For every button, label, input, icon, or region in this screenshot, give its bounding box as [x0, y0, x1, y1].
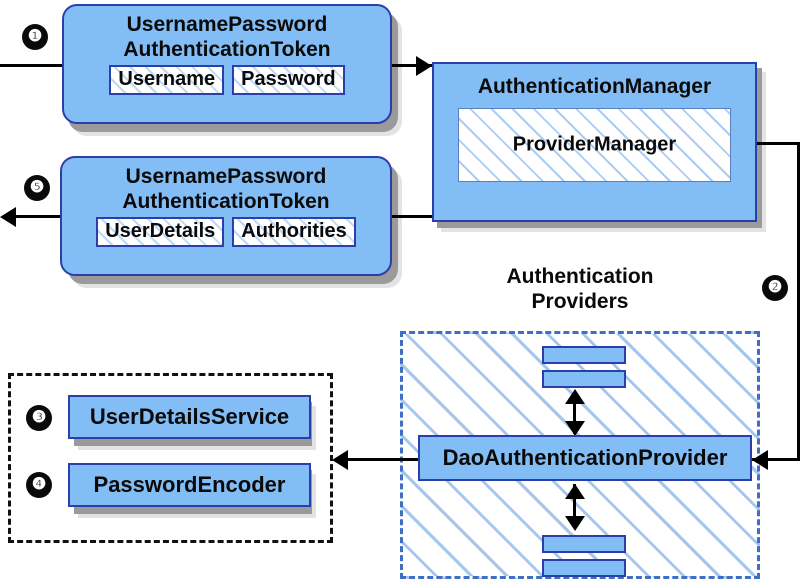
connector-dao-up: [573, 392, 576, 434]
connector-dao-to-deps: [338, 458, 422, 461]
arrowhead-dao-up: [565, 389, 585, 404]
arrowhead-dao-to-deps: [332, 450, 348, 470]
dao-authentication-provider-label: DaoAuthenticationProvider: [442, 445, 728, 470]
userdetailsservice-box[interactable]: UserDetailsService: [68, 395, 311, 439]
step-marker-1: ❶: [22, 24, 48, 50]
step-marker-4: ❹: [26, 472, 52, 498]
passwordencoder-box[interactable]: PasswordEncoder: [68, 463, 311, 507]
arrowhead-into-dao: [752, 450, 768, 470]
response-token-slot-userdetails[interactable]: UserDetails: [96, 217, 225, 247]
connector-manager-down: [797, 142, 800, 460]
connector-manager-to-response: [390, 215, 434, 218]
provider-slot-bottom-2[interactable]: [542, 559, 626, 577]
request-token-slot-username[interactable]: Username: [109, 65, 225, 95]
arrowhead-dao-down: [565, 516, 585, 531]
connector-request-in: [0, 64, 70, 67]
authentication-manager-card[interactable]: AuthenticationManager ProviderManager: [432, 62, 757, 222]
provider-manager-label: ProviderManager: [512, 133, 677, 156]
provider-slot-top-2[interactable]: [542, 370, 626, 388]
provider-manager-box[interactable]: ProviderManager: [458, 108, 731, 182]
step-marker-2: ❷: [762, 275, 788, 301]
step-marker-3: ❸: [26, 405, 52, 431]
connector-into-dao: [752, 458, 800, 461]
passwordencoder-label: PasswordEncoder: [93, 472, 286, 497]
connector-response-out: [12, 215, 72, 218]
userdetailsservice-label: UserDetailsService: [89, 404, 290, 429]
authentication-providers-heading: Authentication Providers: [506, 265, 654, 313]
arrowhead-token-to-manager: [416, 56, 432, 76]
authentication-manager-title: AuthenticationManager: [477, 75, 712, 98]
request-token-slots: Username Password: [64, 62, 390, 95]
response-token-card[interactable]: UsernamePassword AuthenticationToken Use…: [60, 156, 392, 276]
arrowhead-dao-up-bottom: [565, 421, 585, 436]
step-marker-5: ❺: [24, 175, 50, 201]
request-token-slot-password[interactable]: Password: [232, 65, 345, 95]
response-token-title: UsernamePassword AuthenticationToken: [122, 165, 330, 213]
dao-authentication-provider-box[interactable]: DaoAuthenticationProvider: [418, 435, 752, 481]
arrowhead-dao-down-top: [565, 484, 585, 499]
response-token-slot-authorities[interactable]: Authorities: [232, 217, 356, 247]
connector-token-to-manager: [390, 64, 432, 67]
request-token-title: UsernamePassword AuthenticationToken: [123, 13, 331, 61]
response-token-slots: UserDetails Authorities: [62, 214, 390, 247]
provider-slot-top-1[interactable]: [542, 346, 626, 364]
arrowhead-response-out: [0, 207, 16, 227]
request-token-card[interactable]: UsernamePassword AuthenticationToken Use…: [62, 4, 392, 124]
provider-slot-bottom-1[interactable]: [542, 535, 626, 553]
dependencies-container: [8, 373, 333, 543]
connector-manager-right: [757, 142, 800, 145]
connector-dao-down: [573, 484, 576, 528]
